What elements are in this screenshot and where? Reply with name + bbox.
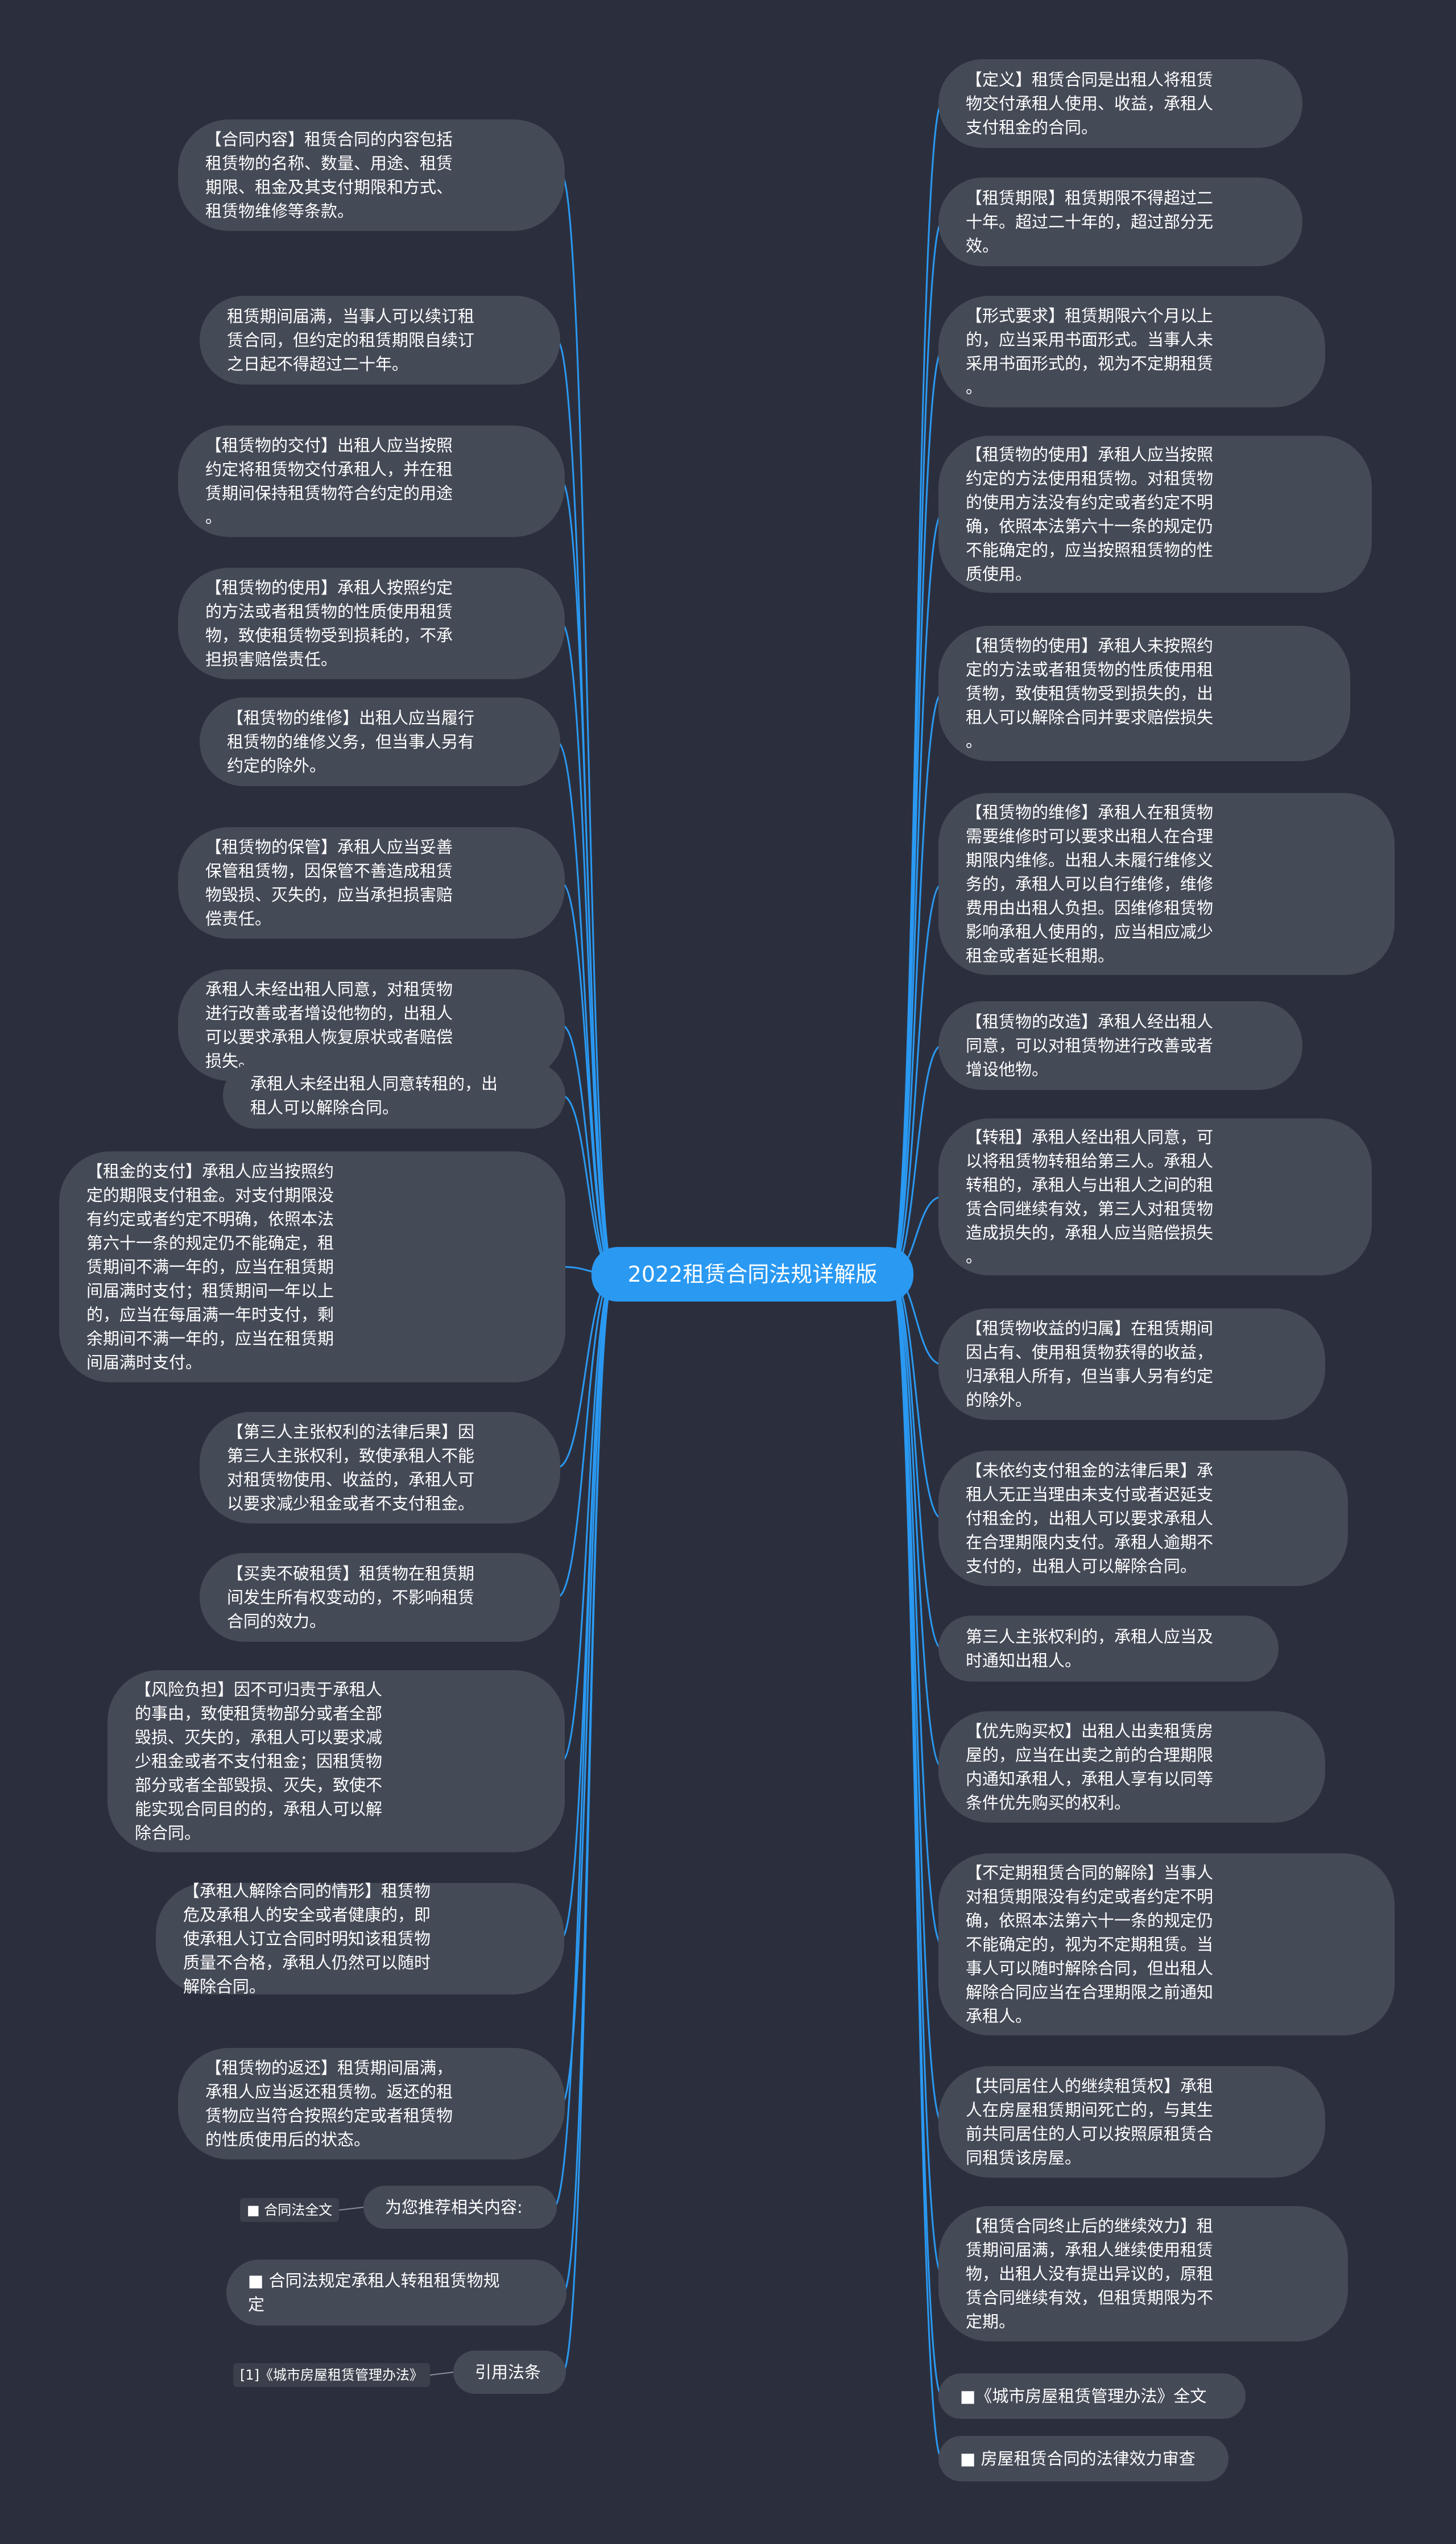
tag-connector [429, 2372, 454, 2376]
left-node[interactable]: 引用法条 [453, 2351, 566, 2394]
right-node[interactable]: 【租赁合同终止后的继续效力】租 赁期间届满，承租人继续使用租赁 物，出租人没有提… [938, 2206, 1348, 2341]
left-node[interactable]: 承租人未经出租人同意，对租赁物 进行改善或者增设他物的，出租人 可以要求承租人恢… [178, 969, 565, 1081]
right-node[interactable]: 【形式要求】租赁期限六个月以上 的，应当采用书面形式。当事人未 采用书面形式的，… [938, 296, 1325, 407]
reference-tag[interactable]: [1]《城市房屋租赁管理办法》 [233, 2363, 430, 2387]
tag-connector [338, 2207, 364, 2211]
connector-line [890, 350, 943, 1275]
right-node[interactable]: 【租赁物收益的归属】在租赁期间 因占有、使用租赁物获得的收益， 归承租人所有，但… [938, 1308, 1325, 1420]
connector-line [553, 1273, 615, 2208]
connector-line [890, 692, 942, 1275]
left-node[interactable]: 【第三人主张权利的法律后果】因 第三人主张权利，致使承租人不能 对租赁物使用、收… [200, 1412, 560, 1523]
left-node[interactable]: 【租赁物的保管】承租人应当妥善 保管租赁物，因保管不善造成租赁 物毁损、灭失的，… [178, 827, 565, 939]
connector-line [890, 1273, 943, 2460]
left-node[interactable]: 【风险负担】因不可归责于承租人 的事由，致使租赁物部分或者全部 毁损、灭失的，承… [107, 1670, 565, 1852]
left-node[interactable]: ■ 合同法规定承租人转租租赁物规 定 [226, 2260, 566, 2326]
right-node[interactable]: 【租赁物的使用】承租人未按照约 定的方法或者租赁物的性质使用租 赁物，致使租赁物… [938, 626, 1350, 761]
connector-line [890, 883, 942, 1275]
right-node[interactable]: 【租赁物的改造】承租人经出租人 同意，可以对租赁物进行改善或者 增设他物。 [938, 1001, 1302, 1090]
connector-line [560, 480, 615, 1275]
right-node[interactable]: 【租赁物的使用】承租人应当按照 约定的方法使用租赁物。对租赁物 的使用方法没有约… [938, 436, 1372, 593]
connector-line [890, 1273, 942, 1946]
left-node[interactable]: 【承租人解除合同的情形】租赁物 危及承租人的安全或者健康的，即 使承租人订立合同… [156, 1881, 564, 1996]
left-node[interactable]: 【合同内容】租赁合同的内容包括 租赁物的名称、数量、用途、租赁 期限、租金及其支… [178, 119, 565, 231]
connector-line [561, 1273, 615, 2373]
connector-line [890, 1273, 943, 2275]
right-node[interactable]: 【租赁期限】租赁期限不得超过二 十年。超过二十年的，超过部分无 效。 [938, 177, 1302, 266]
right-node[interactable]: 【共同居住人的继续租赁权】承租 人在房屋租赁期间死亡的，与其生 前共同居住的人可… [938, 2066, 1325, 2178]
left-node[interactable]: 【租金的支付】承租人应当按照约 定的期限支付租金。对支付期限没 有约定或者约定不… [59, 1151, 565, 1382]
left-node[interactable]: 租赁期间届满，当事人可以续订租 赁合同，但约定的租赁期限自续订 之日起不得超过二… [200, 296, 560, 385]
connector-line [561, 1273, 615, 1762]
central-topic[interactable]: 2022租赁合同法规详解版 [592, 1247, 913, 1302]
connector-line [560, 1273, 615, 2105]
right-node[interactable]: ■《城市房屋租赁管理办法》全文 [938, 2373, 1246, 2419]
left-node[interactable]: 【租赁物的维修】出租人应当履行 租赁物的维修义务，但当事人另有 约定的除外。 [200, 697, 560, 786]
connector-line [890, 1273, 942, 1768]
left-node[interactable]: 为您推荐相关内容: [363, 2186, 557, 2229]
left-node[interactable]: 【租赁物的返还】租赁期间届满， 承租人应当返还租赁物。返还的租 赁物应当符合按照… [178, 2048, 565, 2159]
right-node[interactable]: ■ 房屋租赁合同的法律效力审查 [938, 2436, 1228, 2481]
left-node[interactable]: 【租赁物的交付】出租人应当按照 约定将租赁物交付承租人，并在租 赁期间保持租赁物… [178, 426, 565, 537]
connector-line [890, 513, 943, 1275]
connector-line [890, 102, 943, 1275]
connector-line [561, 622, 615, 1275]
reference-tag[interactable]: ■ 合同法全文 [240, 2198, 340, 2222]
connector-line [560, 174, 615, 1275]
left-node[interactable]: 【买卖不破租赁】租赁物在租赁期 间发生所有权变动的，不影响租赁 合同的效力。 [200, 1553, 560, 1642]
left-node[interactable]: 承租人未经出租人同意转租的，出 租人可以解除合同。 [223, 1063, 565, 1129]
right-node[interactable]: 第三人主张权利的，承租人应当及 时通知出租人。 [938, 1616, 1279, 1682]
right-node[interactable]: 【转租】承租人经出租人同意，可 以将租赁物转租给第三人。承租人 转租的，承租人与… [938, 1118, 1372, 1275]
right-node[interactable]: 【优先购买权】出租人出卖租赁房 屋的，应当在出卖之前的合理期限 内通知承租人，承… [938, 1711, 1325, 1823]
right-node[interactable]: 【租赁物的维修】承租人在租赁物 需要维修时可以要求出租人在合理 期限内维修。出租… [938, 793, 1395, 975]
left-node[interactable]: 【租赁物的使用】承租人按照约定 的方法或者租赁物的性质使用租赁 物，致使租赁物受… [178, 568, 565, 679]
right-node[interactable]: 【未依约支付租金的法律后果】承 租人无正当理由未支付或者迟延支 付租金的，出租人… [938, 1451, 1348, 1586]
right-node[interactable]: 【不定期租赁合同的解除】当事人 对租赁期限没有约定或者约定不明 确，依照本法第六… [938, 1853, 1395, 2035]
right-node[interactable]: 【定义】租赁合同是出租人将租赁 物交付承租人使用、收益，承租人 支付租金的合同。 [938, 59, 1302, 148]
